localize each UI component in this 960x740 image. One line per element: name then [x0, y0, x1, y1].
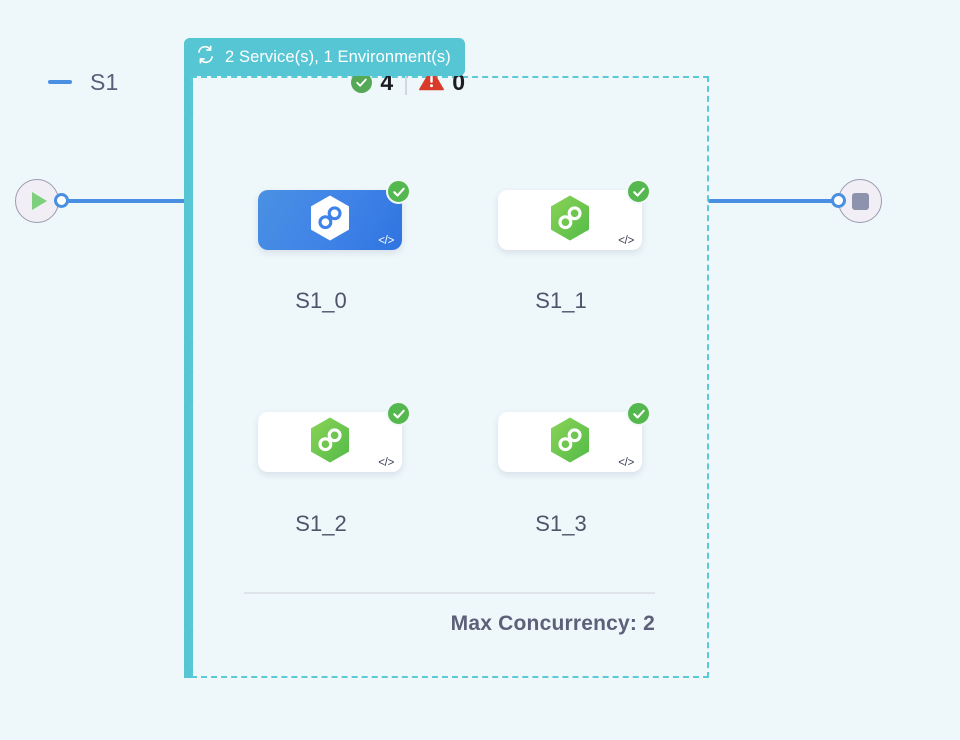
code-badge-icon[interactable]: </> [618, 235, 634, 247]
code-badge-icon[interactable]: </> [378, 235, 394, 247]
hexagon-infinity-icon [548, 194, 592, 247]
service-node-card [498, 412, 642, 472]
end-node-input-handle[interactable] [831, 193, 846, 208]
hexagon-infinity-icon [308, 416, 352, 469]
group-left-rail [184, 38, 193, 678]
check-circle-icon [386, 179, 411, 204]
service-node-s1-1[interactable]: </> [498, 179, 651, 250]
check-circle-icon [386, 401, 411, 426]
code-badge-icon[interactable]: </> [618, 457, 634, 469]
start-node[interactable] [15, 179, 59, 223]
service-node-label-s1-0: S1_0 [295, 288, 347, 313]
service-node-s1-0[interactable]: </> [258, 179, 411, 250]
check-circle-icon [626, 401, 651, 426]
group-header-label: 2 Service(s), 1 Environment(s) [225, 47, 451, 66]
service-node-card [498, 190, 642, 250]
stop-icon [851, 192, 869, 210]
hexagon-infinity-icon [548, 416, 592, 469]
edge-group-to-end[interactable] [708, 199, 839, 203]
start-node-output-handle[interactable] [54, 193, 69, 208]
service-node-s1-3[interactable]: </> [498, 401, 651, 472]
hexagon-infinity-icon [308, 194, 352, 247]
service-node-label-s1-2: S1_2 [295, 511, 347, 536]
service-node-label-s1-1: S1_1 [535, 288, 587, 313]
group-title-label: S1 [90, 68, 119, 95]
check-circle-icon [626, 179, 651, 204]
check-circle-icon [351, 71, 373, 93]
service-group-container[interactable]: 2 Service(s), 1 Environment(s) [184, 38, 709, 678]
group-dashed-body [191, 76, 709, 678]
warning-triangle-icon [419, 68, 445, 96]
group-header-tab[interactable]: 2 Service(s), 1 Environment(s) [184, 38, 465, 76]
loop-arrows-icon [195, 44, 216, 70]
code-badge-icon[interactable]: </> [378, 457, 394, 469]
status-divider [405, 69, 408, 95]
service-node-label-s1-3: S1_3 [535, 511, 587, 536]
play-icon [31, 192, 47, 210]
service-node-s1-2[interactable]: </> [258, 401, 411, 472]
service-node-card [258, 412, 402, 472]
service-node-card [258, 190, 402, 250]
edge-start-to-group[interactable] [62, 199, 192, 203]
minus-icon[interactable] [48, 80, 72, 84]
max-concurrency-label: Max Concurrency: 2 [450, 612, 655, 635]
footer-divider [244, 592, 655, 594]
